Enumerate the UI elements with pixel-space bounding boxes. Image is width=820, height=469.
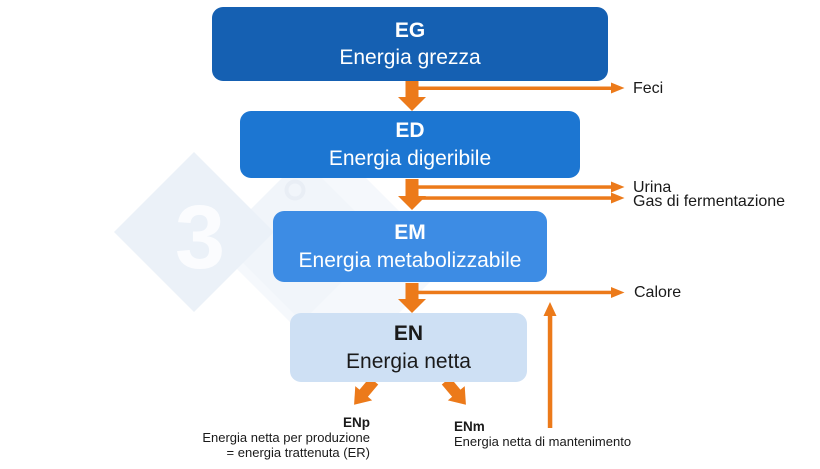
box-em-code: EM: [394, 221, 426, 245]
label-enm-code: ENm: [454, 419, 485, 434]
label-urina: Urina: [633, 179, 672, 196]
label-enp-code: ENp: [343, 415, 370, 430]
label-enm-block: ENm Energia netta di mantenimento: [454, 419, 631, 449]
label-enp-line2: = energia trattenuta (ER): [226, 445, 370, 460]
down-arrow-eg-ed: [398, 81, 426, 111]
flow-box-ed: ED Energia digeribile: [240, 111, 580, 178]
box-eg-code: EG: [394, 18, 426, 42]
label-enp-line1: Energia netta per produzione: [202, 430, 370, 445]
box-en-label: Energia netta: [346, 349, 471, 373]
flow-box-eg: EG Energia grezza: [212, 7, 608, 81]
box-eg-label: Energia grezza: [339, 46, 481, 69]
label-calore: Calore: [634, 284, 682, 301]
up-arrow-mantenimento-calore: [543, 302, 557, 428]
box-em-label: Energia metabolizzabile: [298, 248, 522, 272]
watermark-text: 3: [175, 188, 225, 288]
label-feci: Feci: [633, 80, 664, 97]
down-arrow-ed-em: [398, 179, 426, 210]
label-gas-fermentazione: Gas di fermentazione: [633, 192, 786, 210]
flow-box-en: EN Energia netta: [290, 313, 527, 382]
flow-box-em: EM Energia metabolizzabile: [273, 211, 547, 282]
branch-arrow-urina: [410, 181, 625, 193]
down-arrow-em-en: [398, 283, 426, 313]
label-enm-line1: Energia netta di mantenimento: [454, 434, 632, 449]
box-ed-label: Energia digeribile: [328, 146, 492, 170]
box-en-code: EN: [393, 322, 424, 346]
branch-arrow-gas: [410, 192, 625, 204]
branch-arrow-feci: [408, 82, 625, 94]
label-enp-block: ENp Energia netta per produzione = energ…: [170, 415, 370, 460]
branch-arrow-calore: [410, 287, 625, 298]
watermark-ring: [284, 179, 306, 201]
box-ed-code: ED: [395, 119, 425, 143]
